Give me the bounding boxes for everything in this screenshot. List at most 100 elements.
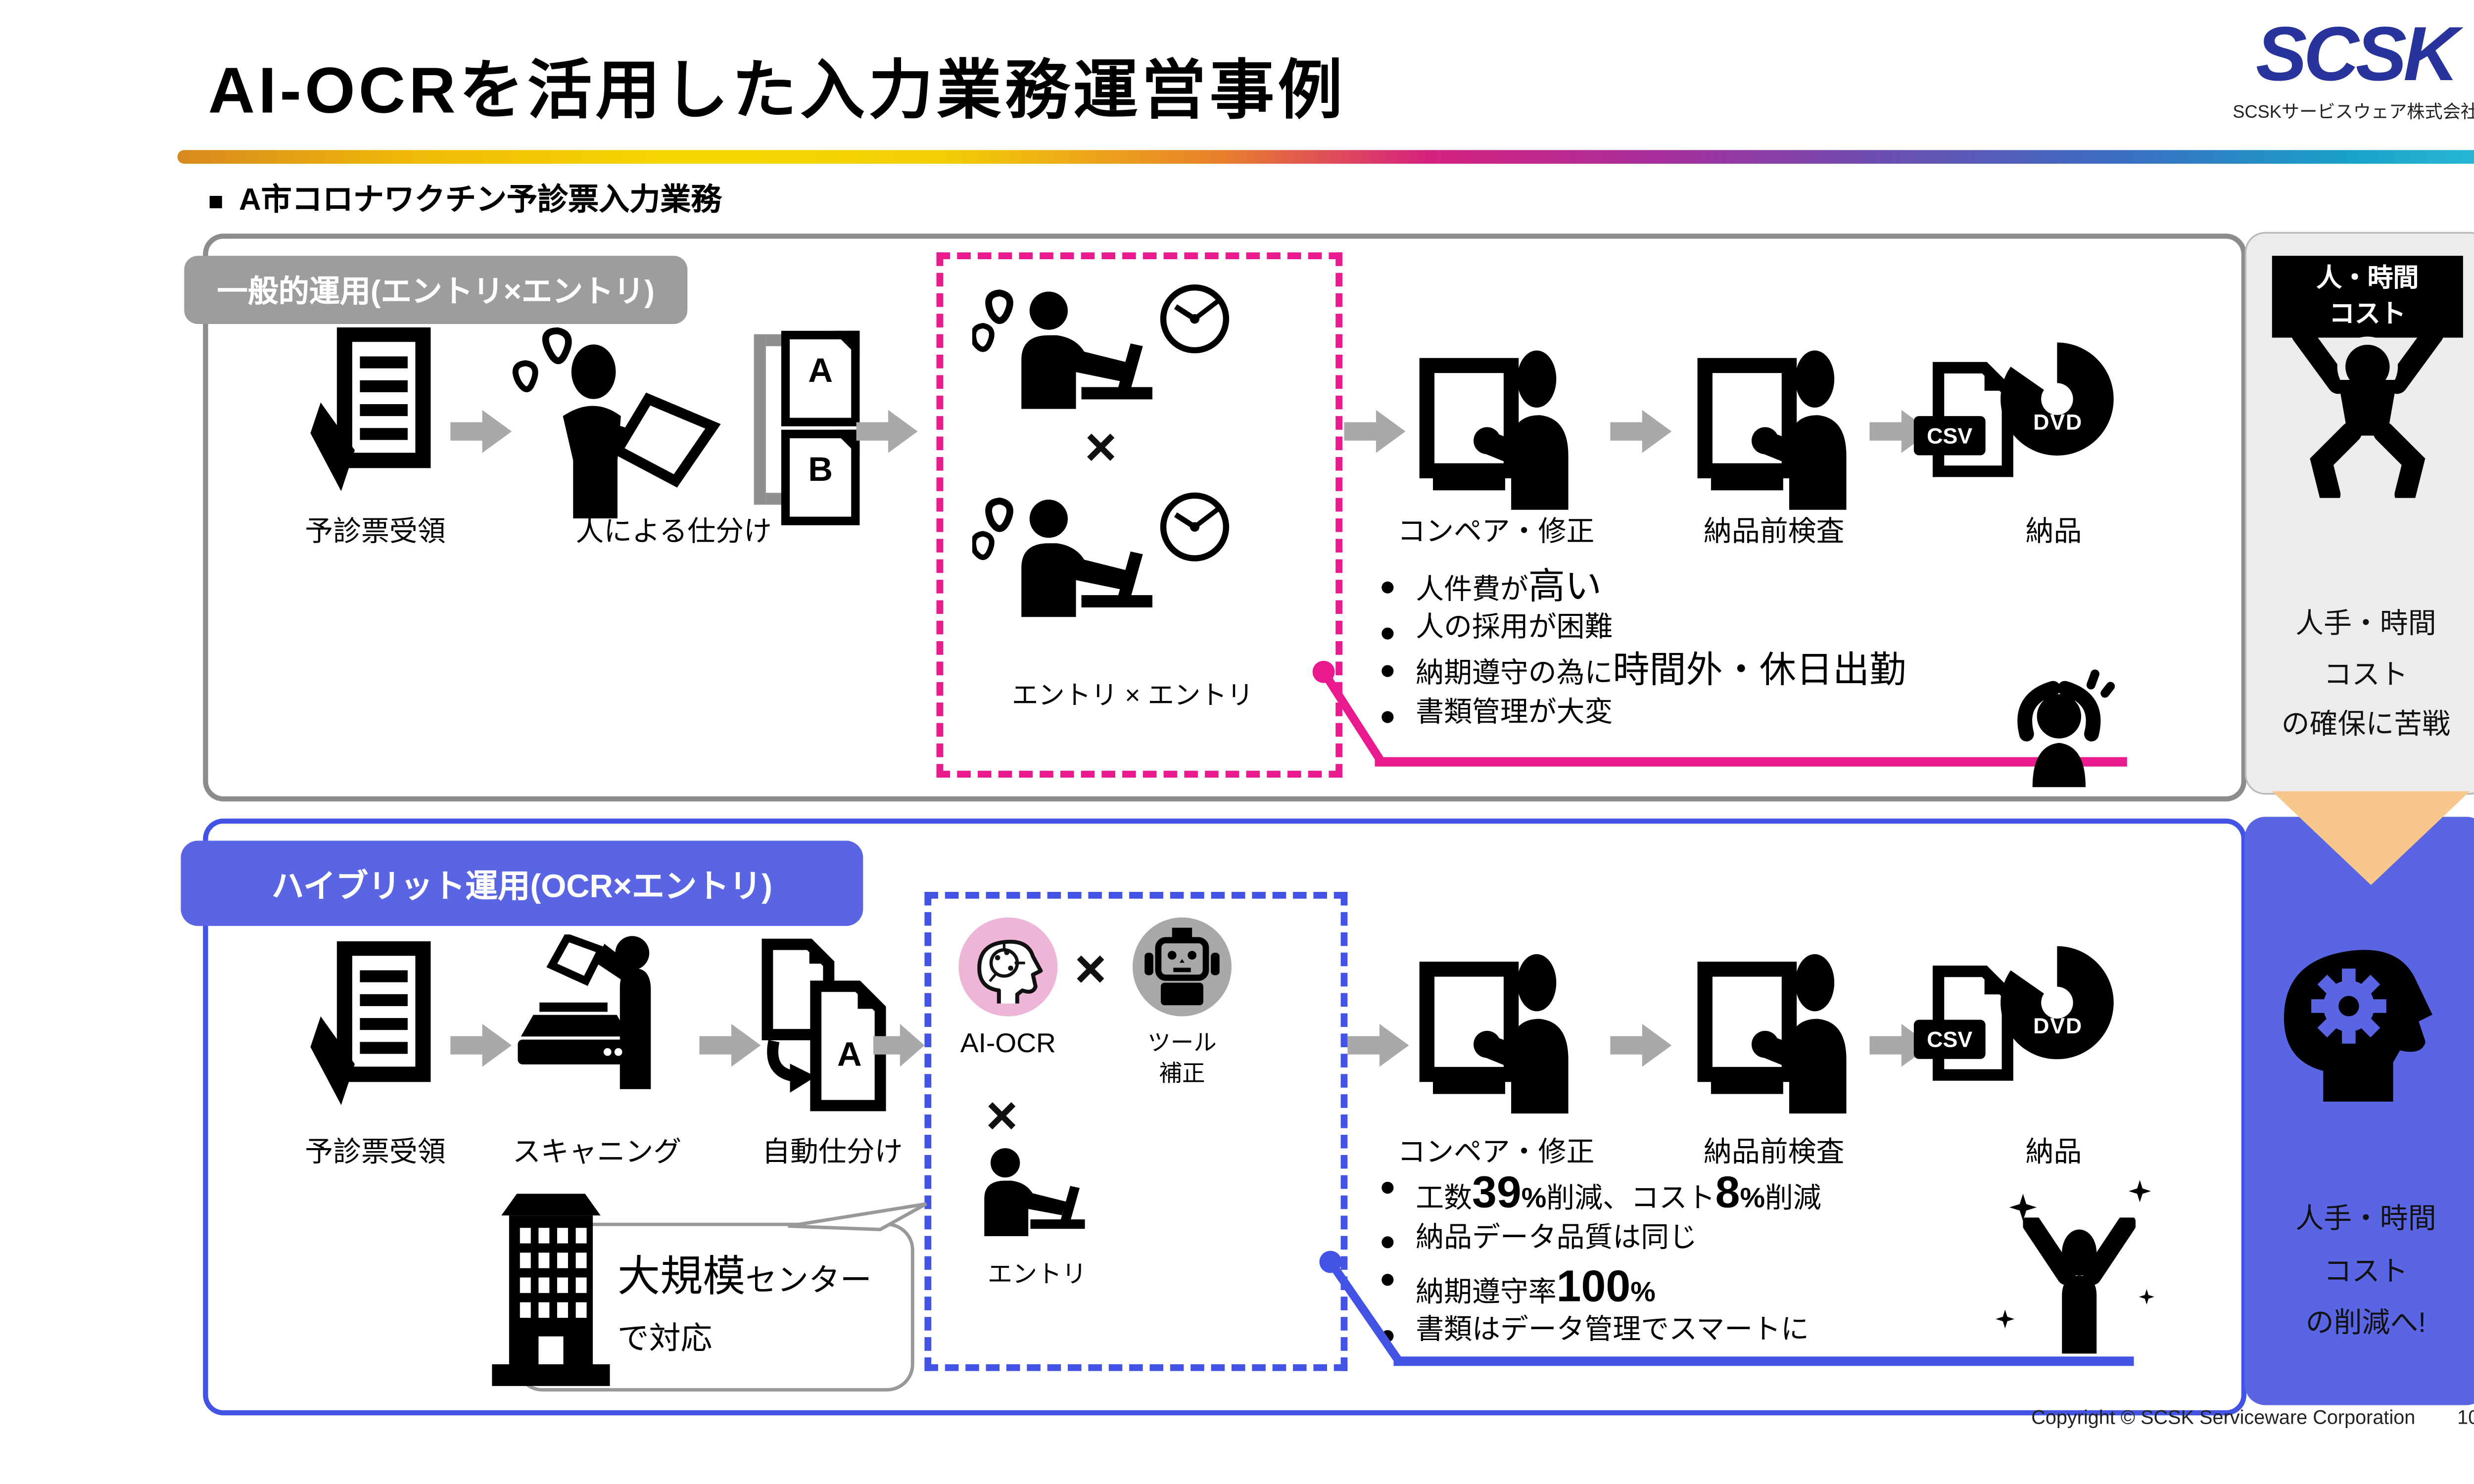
text-segment: 時間外・休日出勤 — [1613, 650, 1906, 691]
reduce-line3: の削減へ! — [2305, 1308, 2426, 1339]
auto-sort-icon — [761, 938, 886, 1112]
reduce-text: 人手・時間 コスト の削減へ! — [2245, 1194, 2474, 1350]
bullet-item: 人の採用が困難 — [1365, 613, 1906, 647]
text-segment: 100 — [1556, 1259, 1631, 1311]
document-a-icon: A — [781, 330, 860, 426]
dvd-disc-icon — [2000, 342, 2114, 456]
struggle-line1: 人手・時間 — [2295, 608, 2436, 640]
step-label-deliver: 納品 — [2025, 1137, 2082, 1168]
text-segment: 納期遵守率 — [1416, 1276, 1557, 1307]
text-segment: 高い — [1528, 566, 1602, 607]
bullet-item: 納期遵守率100% — [1365, 1259, 1821, 1312]
text-segment: 39 — [1472, 1166, 1522, 1218]
csv-label: CSV — [1913, 416, 1986, 456]
step-label-receive: 予診票受領 — [305, 1137, 446, 1168]
celebrating-person-icon — [2023, 1217, 2136, 1354]
reduce-line1: 人手・時間 — [2295, 1204, 2436, 1235]
robot-icon — [1144, 927, 1220, 1005]
title-divider-gradient — [177, 150, 2474, 164]
copyright-text: Copyright © SCSK Serviceware Corporation — [2031, 1408, 2416, 1429]
cost-reduction-panel — [2244, 817, 2474, 1405]
step-label-compare: コンペア・修正 — [1397, 516, 1595, 548]
step-label-inspect: 納品前検査 — [1703, 1137, 1845, 1168]
text-segment: 書類管理が大変 — [1416, 696, 1613, 728]
bullet-item: 人件費が高い — [1365, 566, 1906, 609]
hybrid-operation-label: ハイブリット運用(OCR×エントリ) — [181, 840, 863, 926]
text-segment: 人の採用が困難 — [1416, 612, 1613, 644]
square-bullet-icon: ■ — [208, 187, 224, 217]
text-segment: % — [1521, 1183, 1547, 1214]
cost-sign-line2: コスト — [2329, 300, 2406, 329]
tool-fix-label-line1: ツール — [1147, 1030, 1217, 1056]
step-label-manual-sort: 人による仕分け — [575, 516, 772, 548]
bullet-item: 書類はデータ管理でスマートに — [1365, 1315, 1821, 1349]
benefit-list: 工数39%削減、コスト8%削減納品データ品質は同じ納期遵守率100%書類はデータ… — [1365, 1166, 1821, 1352]
sorted-doc-a-label: A — [837, 1036, 862, 1074]
section-heading: ■ A市コロナワクチン予診票入力業務 — [208, 176, 722, 220]
text-segment: % — [1630, 1276, 1656, 1307]
cost-burden-sign: 人・時間 コスト — [2272, 256, 2463, 338]
general-operation-label: 一般的運用(エントリ×エントリ) — [184, 256, 688, 324]
bubble-line1: 大規模センター — [618, 1243, 872, 1304]
document-receive-icon — [310, 327, 431, 491]
text-segment: センター — [745, 1262, 872, 1298]
dvd-label: DVD — [2033, 1013, 2083, 1039]
step-label-inspect: 納品前検査 — [1703, 516, 1845, 548]
cost-sign-line1: 人・時間 — [2316, 264, 2419, 293]
step-label-compare: コンペア・修正 — [1397, 1137, 1595, 1168]
entry-operator-clock-icon — [972, 492, 1230, 617]
manual-sort-person-icon — [512, 327, 721, 518]
entry-operator-icon — [984, 1148, 1085, 1236]
scsk-logo: SCSK SCSKサービスウェア株式会社 — [2217, 10, 2474, 125]
page-number: 10 — [2457, 1408, 2474, 1429]
inspect-operator-icon — [1697, 350, 1847, 510]
tool-fix-label-line2: 補正 — [1159, 1061, 1205, 1086]
entry-operator-clock-icon — [972, 284, 1230, 409]
tool-robot-circle — [1133, 917, 1232, 1017]
step-label-autosort: 自動仕分け — [762, 1137, 903, 1168]
dvd-label: DVD — [2033, 409, 2083, 435]
entry-entry-dashed-box — [936, 252, 1343, 778]
bubble-line2: で対応 — [618, 1315, 712, 1359]
text-segment: % — [1740, 1183, 1765, 1214]
csv-label: CSV — [1913, 1020, 1986, 1059]
bullet-item: 納期遵守の為に時間外・休日出勤 — [1365, 650, 1906, 693]
text-segment: 人件費が — [1416, 574, 1528, 605]
ai-ocr-circle — [958, 917, 1058, 1017]
struggle-line2: コスト — [2324, 659, 2408, 691]
inspect-operator-icon — [1697, 954, 1847, 1114]
bullet-item: 書類管理が大変 — [1365, 697, 1906, 731]
weight-lifter-icon — [2291, 327, 2444, 498]
text-segment: で対応 — [617, 1320, 713, 1356]
entry-entry-label: エントリ × エントリ — [1011, 682, 1254, 711]
section-heading-text: A市コロナワクチン予診票入力業務 — [238, 182, 722, 217]
bullet-item: 工数39%削減、コスト8%削減 — [1365, 1166, 1821, 1219]
dvd-disc-icon — [2000, 946, 2114, 1060]
text-segment: 大規模 — [617, 1253, 746, 1301]
troubled-person-icon — [2017, 669, 2115, 788]
text-segment: 8 — [1715, 1166, 1740, 1218]
head-gear-icon — [2284, 950, 2432, 1102]
bullet-item: 納品データ品質は同じ — [1365, 1222, 1821, 1256]
page-title: AI-OCRを活用した入力業務運営事例 — [208, 56, 1346, 128]
multiply-icon: × — [1085, 416, 1117, 478]
pain-point-list: 人件費が高い人の採用が困難納期遵守の為に時間外・休日出勤書類管理が大変 — [1365, 566, 1906, 734]
ai-ocr-label: AI-OCR — [960, 1030, 1056, 1059]
scsk-company-name: SCSKサービスウェア株式会社 — [2233, 102, 2474, 124]
building-icon — [492, 1194, 610, 1386]
struggle-text: 人手・時間 コスト の確保に苦戦 — [2245, 600, 2474, 752]
text-segment: 納期遵守の為に — [1416, 658, 1613, 690]
compare-operator-icon — [1419, 954, 1569, 1114]
document-receive-icon — [310, 941, 431, 1105]
step-label-deliver: 納品 — [2025, 516, 2082, 548]
scanner-icon — [518, 934, 651, 1089]
entry-label: エントリ — [987, 1262, 1087, 1290]
struggle-line3: の確保に苦戦 — [2281, 710, 2451, 741]
ai-brain-head-icon — [977, 939, 1043, 1004]
document-b-icon: B — [781, 429, 860, 525]
text-segment: 書類はデータ管理でスマートに — [1416, 1315, 1809, 1346]
step-label-receive: 予診票受領 — [305, 516, 446, 548]
scsk-logo-text: SCSK — [2256, 10, 2459, 97]
multiply-icon: × — [1074, 938, 1107, 1000]
